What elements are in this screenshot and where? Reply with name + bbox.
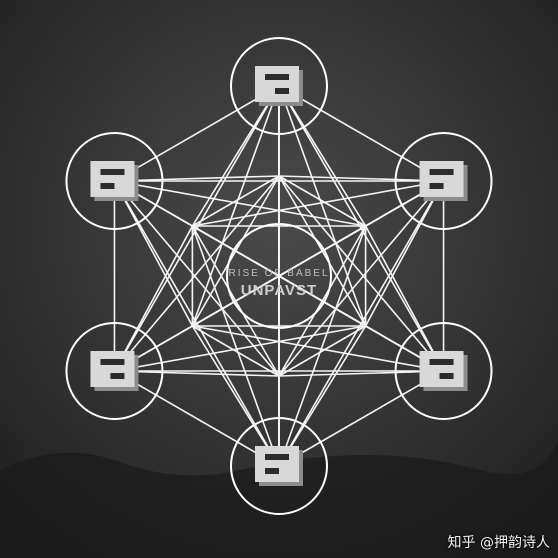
connecting-line (192, 325, 444, 372)
connecting-line (278, 175, 445, 372)
outer-node-circle (394, 132, 493, 230)
center-top-text: RISE OF BABEL (228, 268, 329, 279)
connecting-line (191, 175, 280, 227)
connecting-line (278, 370, 444, 467)
connecting-line (114, 370, 280, 377)
connecting-line (191, 225, 280, 467)
connecting-line (191, 325, 280, 467)
outer-node-circle (230, 417, 328, 515)
node-glyph-icon (90, 351, 139, 391)
connecting-line (114, 370, 280, 467)
connecting-line (191, 85, 280, 227)
connecting-line (278, 325, 367, 377)
connecting-line (278, 275, 367, 327)
connecting-line (113, 225, 194, 372)
outer-node-circle (394, 322, 493, 420)
center-circle (226, 223, 332, 329)
connecting-line (278, 85, 444, 182)
connecting-line (192, 180, 444, 227)
connecting-line (191, 85, 280, 327)
connecting-line (113, 175, 280, 372)
watermark-text: 知乎 @押韵诗人 (447, 535, 550, 551)
node-circles (65, 37, 493, 515)
connecting-line (191, 275, 280, 327)
node-glyphs (90, 66, 468, 486)
connecting-line (278, 85, 367, 227)
connecting-line (114, 85, 280, 182)
node-glyph-icon (419, 351, 468, 391)
connecting-line (114, 175, 280, 182)
node-glyph-icon (419, 161, 468, 201)
connecting-lines (113, 85, 445, 467)
connecting-line (191, 225, 280, 277)
node-glyph-icon (255, 446, 303, 486)
connecting-line (278, 225, 367, 277)
connecting-line (364, 180, 445, 327)
rock-silhouette (0, 440, 558, 558)
connecting-line (278, 175, 367, 227)
outer-node-circle (230, 37, 328, 135)
outer-node-circle (65, 322, 164, 420)
node-glyph-icon (255, 66, 303, 106)
connecting-line (278, 180, 445, 377)
node-glyph-icon (90, 161, 139, 201)
connecting-line (113, 180, 194, 327)
connecting-line (113, 180, 280, 377)
connecting-line (191, 325, 280, 377)
connecting-line (278, 175, 444, 182)
connecting-line (278, 225, 367, 467)
connecting-line (114, 180, 366, 227)
connecting-line (278, 85, 367, 327)
center-logo-text: UNPAVST (241, 282, 317, 299)
outer-node-circle (65, 132, 164, 230)
connecting-line (364, 225, 445, 372)
connecting-line (114, 325, 366, 372)
connecting-line (278, 325, 367, 467)
connecting-line (278, 370, 444, 377)
